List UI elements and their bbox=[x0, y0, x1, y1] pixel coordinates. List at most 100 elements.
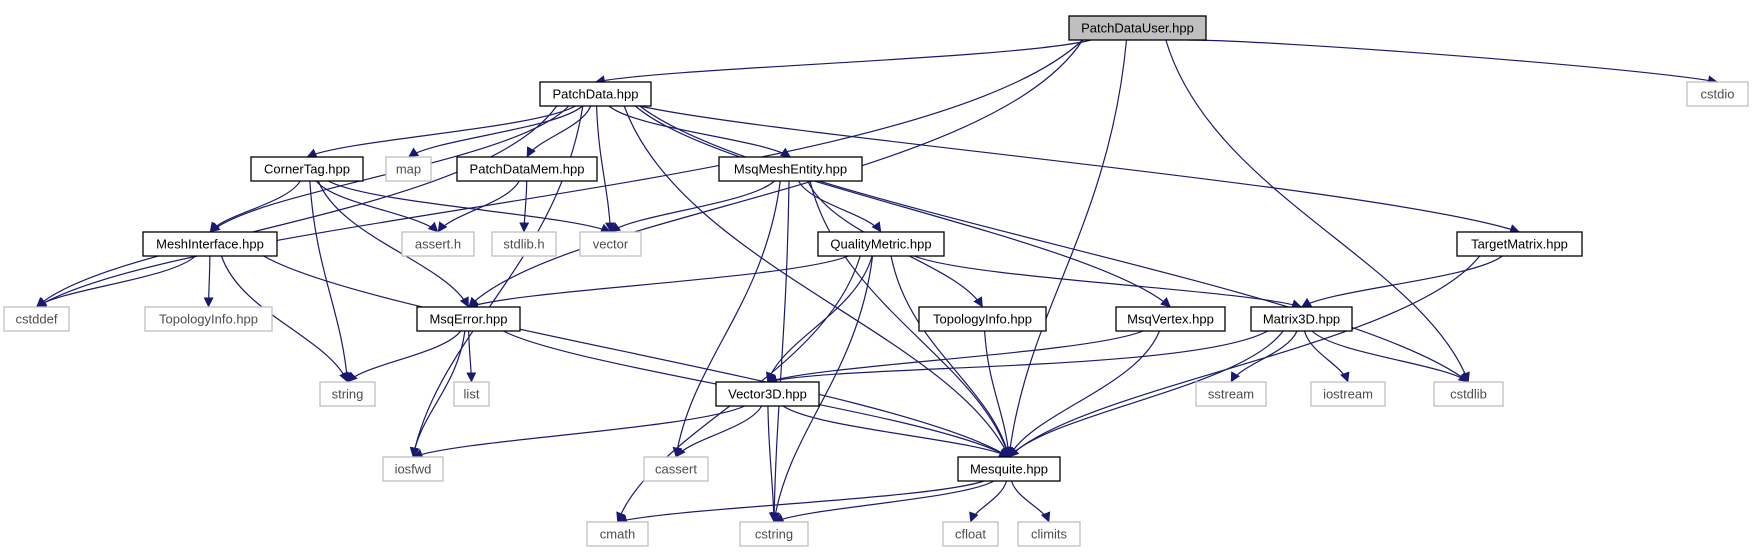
edge-PatchDataUser-to-MsqError bbox=[468, 39, 1084, 308]
node-PatchDataMem[interactable]: PatchDataMem.hpp bbox=[456, 156, 598, 182]
node-label: TopologyInfo.hpp bbox=[159, 312, 258, 327]
edge-MeshInterface-to-TopologyInfo_sys bbox=[203, 255, 214, 308]
node-Vector3D[interactable]: Vector3D.hpp bbox=[715, 381, 820, 407]
edge-MsqError-to-iosfwd bbox=[409, 330, 466, 458]
edge-CornerTag-to-vector bbox=[327, 180, 611, 233]
edge-PatchDataUser-to-cstdio bbox=[1187, 39, 1718, 86]
node-label: MsqError.hpp bbox=[429, 312, 507, 327]
node-label: assert.h bbox=[415, 237, 461, 252]
edge-CornerTag-to-assert_h bbox=[315, 180, 439, 233]
node-box bbox=[817, 231, 945, 257]
edge-CornerTag-to-MeshInterface bbox=[209, 180, 301, 233]
node-MsqError[interactable]: MsqError.hpp bbox=[416, 306, 521, 332]
edge-Mesquite-to-cstring bbox=[773, 480, 995, 523]
edge-Mesquite-to-cmath bbox=[617, 480, 985, 525]
node-iostream: iostream bbox=[1310, 381, 1386, 407]
edge-TopologyInfo-to-Mesquite bbox=[984, 330, 1014, 458]
node-box bbox=[715, 381, 820, 407]
node-box bbox=[957, 456, 1061, 482]
edges-layer bbox=[36, 39, 1718, 525]
edge-PatchDataUser-to-PatchData bbox=[595, 39, 1092, 86]
node-label: Matrix3D.hpp bbox=[1263, 312, 1340, 327]
node-box bbox=[718, 156, 863, 182]
edge-PatchDataUser-to-cstddef bbox=[36, 39, 1084, 308]
edge-MsqMeshEntity-to-vector bbox=[610, 180, 775, 233]
node-Mesquite[interactable]: Mesquite.hpp bbox=[957, 456, 1061, 482]
node-label: cstddef bbox=[16, 312, 58, 327]
node-QualityMetric[interactable]: QualityMetric.hpp bbox=[817, 231, 945, 257]
edge-Matrix3D-to-Vector3D bbox=[767, 330, 1269, 385]
node-label: list bbox=[464, 387, 480, 402]
node-TargetMatrix[interactable]: TargetMatrix.hpp bbox=[1456, 231, 1583, 257]
node-box bbox=[1686, 81, 1749, 107]
edge-PatchDataUser-to-cstdlib bbox=[1165, 39, 1470, 383]
node-box bbox=[1068, 15, 1207, 41]
node-cstdlib: cstdlib bbox=[1433, 381, 1504, 407]
node-label: cassert bbox=[655, 462, 697, 477]
node-box bbox=[142, 231, 278, 257]
edge-Mesquite-to-cfloat bbox=[969, 480, 1008, 523]
node-label: Mesquite.hpp bbox=[970, 462, 1048, 477]
edge-PatchData-to-TargetMatrix bbox=[639, 105, 1520, 234]
node-label: MeshInterface.hpp bbox=[156, 237, 264, 252]
edge-PatchData-to-CornerTag bbox=[306, 105, 576, 158]
edge-Vector3D-to-iosfwd bbox=[412, 405, 745, 459]
node-MsqMeshEntity[interactable]: MsqMeshEntity.hpp bbox=[718, 156, 863, 182]
node-CornerTag[interactable]: CornerTag.hpp bbox=[250, 156, 364, 182]
edge-MsqVertex-to-Mesquite bbox=[1008, 330, 1161, 458]
node-box bbox=[1250, 306, 1353, 332]
edge-Matrix3D-to-Mesquite bbox=[1008, 330, 1284, 458]
node-box bbox=[579, 231, 642, 257]
node-label: string bbox=[332, 387, 364, 402]
node-box bbox=[453, 381, 490, 407]
edge-PatchDataMem-to-assert_h bbox=[437, 180, 520, 233]
edge-PatchData-to-map bbox=[408, 105, 583, 158]
node-MsqVertex[interactable]: MsqVertex.hpp bbox=[1115, 306, 1226, 332]
edge-MsqError-to-string bbox=[347, 330, 462, 383]
edge-MeshInterface-to-string bbox=[220, 255, 349, 383]
node-Matrix3D[interactable]: Matrix3D.hpp bbox=[1250, 306, 1353, 332]
edge-Vector3D-to-cassert bbox=[675, 405, 763, 458]
node-label: MsqMeshEntity.hpp bbox=[734, 162, 847, 177]
node-box bbox=[1310, 381, 1386, 407]
node-box bbox=[250, 156, 364, 182]
node-cfloat: cfloat bbox=[942, 521, 999, 547]
edge-CornerTag-to-string bbox=[309, 180, 352, 383]
edge-PatchData-to-vector bbox=[595, 105, 616, 233]
edge-PatchData-to-PatchDataMem bbox=[526, 105, 592, 158]
node-box bbox=[3, 306, 70, 332]
node-box bbox=[382, 456, 444, 482]
node-map: map bbox=[385, 156, 432, 182]
node-box bbox=[1433, 381, 1504, 407]
node-label: map bbox=[396, 162, 421, 177]
edge-Vector3D-to-cstring bbox=[767, 405, 779, 523]
node-box bbox=[1017, 521, 1081, 547]
node-string: string bbox=[319, 381, 376, 407]
edge-PatchDataMem-to-stdlib_h bbox=[519, 180, 530, 233]
node-box bbox=[144, 306, 273, 332]
node-box bbox=[401, 231, 475, 257]
node-label: PatchData.hpp bbox=[552, 87, 638, 102]
node-label: Vector3D.hpp bbox=[728, 387, 807, 402]
node-label: cstdlib bbox=[1450, 387, 1487, 402]
edge-PatchData-to-Mesquite bbox=[623, 105, 1010, 458]
node-TopologyInfo[interactable]: TopologyInfo.hpp bbox=[918, 306, 1047, 332]
edge-MsqMeshEntity-to-cassert bbox=[672, 180, 781, 458]
node-label: PatchDataUser.hpp bbox=[1081, 21, 1194, 36]
node-label: climits bbox=[1031, 527, 1068, 542]
node-label: vector bbox=[593, 237, 629, 252]
node-box bbox=[1115, 306, 1226, 332]
node-box bbox=[491, 231, 557, 257]
node-cstddef: cstddef bbox=[3, 306, 70, 332]
node-vector: vector bbox=[579, 231, 642, 257]
node-MeshInterface[interactable]: MeshInterface.hpp bbox=[142, 231, 278, 257]
edge-PatchData-to-cstdlib bbox=[639, 105, 1469, 383]
edge-MsqMeshEntity-to-QualityMetric bbox=[798, 180, 882, 233]
node-box bbox=[1456, 231, 1583, 257]
node-PatchData[interactable]: PatchData.hpp bbox=[539, 81, 652, 107]
edge-QualityMetric-to-Vector3D bbox=[765, 255, 873, 383]
node-label: cstring bbox=[755, 527, 793, 542]
node-box bbox=[942, 521, 999, 547]
edge-QualityMetric-to-cstring bbox=[770, 255, 874, 523]
